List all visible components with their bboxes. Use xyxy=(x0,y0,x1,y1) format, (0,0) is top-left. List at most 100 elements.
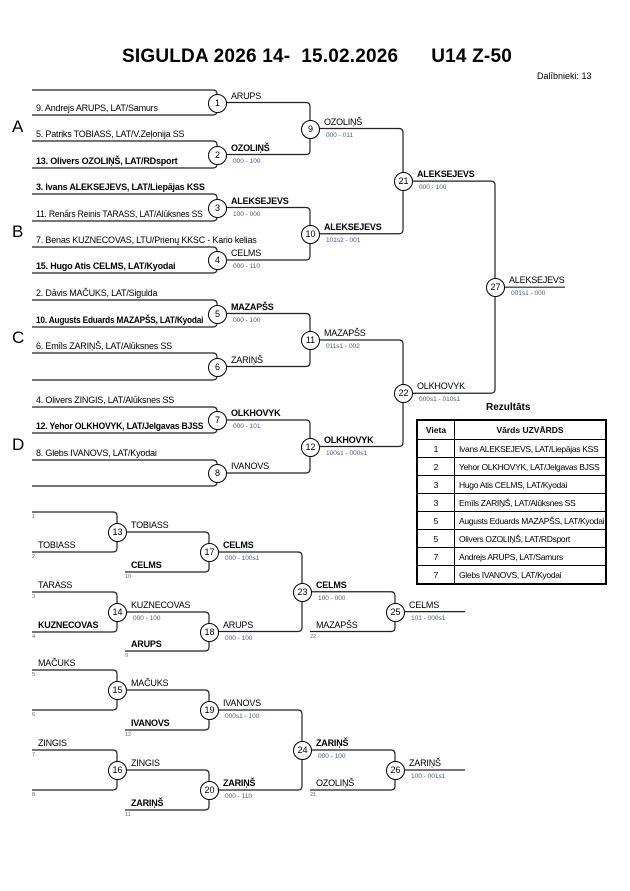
place: 3 xyxy=(416,493,455,512)
match-winner: ALEKSEJEVS xyxy=(324,221,382,232)
match-winner: OZOLIŅŠ xyxy=(324,116,363,127)
match-number-badge: 23 xyxy=(293,582,312,602)
athlete-name: Glebs IVANOVS, LAT/Kyodai xyxy=(454,565,607,585)
entry-name: 13. Olivers OZOLIŅŠ, LAT/RDsport xyxy=(36,156,178,166)
entry-name: 9. Andrejs ARUPS, LAT/Samurs xyxy=(36,103,158,113)
match-winner: OZOLIŅŠ xyxy=(231,142,270,153)
match-number-badge: 17 xyxy=(200,543,219,562)
match-number-badge: 15 xyxy=(108,681,127,700)
seed-number: 7 xyxy=(32,752,36,758)
match-score: 000 - 110 xyxy=(225,793,252,800)
seed-number: 5 xyxy=(32,672,36,678)
match-winner: ZINGIS xyxy=(131,758,160,768)
match-score: 000 - 100 xyxy=(318,753,346,760)
entry-name: 5. Patriks TOBIASS, LAT/V.Zeļonija SS xyxy=(36,129,185,139)
place: 5 xyxy=(416,529,455,548)
match-number-badge: 20 xyxy=(200,781,219,800)
entry-name: TARASS xyxy=(38,580,73,590)
match-winner: CELMS xyxy=(231,248,262,258)
entry-name: IVANOVS xyxy=(131,718,170,728)
seed-number: 3 xyxy=(32,594,36,600)
entry-name: 12. Yehor OLKHOVYK, LAT/Jelgavas BJSS xyxy=(36,421,204,431)
pool-label-d: D xyxy=(12,435,25,454)
match-number-badge: 25 xyxy=(386,602,405,622)
place: 2 xyxy=(416,457,455,476)
match-number-badge: 11 xyxy=(301,331,320,350)
match-winner: CELMS xyxy=(223,540,254,550)
seed-number: 2 xyxy=(32,554,36,560)
entry-name: ZARIŅŠ xyxy=(131,798,164,808)
seed-number: 8 xyxy=(32,792,36,798)
match-winner: IVANOVS xyxy=(231,461,269,471)
seed-number: 21 xyxy=(310,792,317,798)
entry-name: 6. Emīls ZARIŅŠ, LAT/Alūksnes SS xyxy=(36,341,172,351)
entry-name: MAČUKS xyxy=(38,658,76,668)
match-number-badge: 24 xyxy=(293,741,312,760)
match-number-badge: 6 xyxy=(208,357,227,377)
match-score: 000 - 100 xyxy=(133,615,161,622)
match-winner: CELMS xyxy=(316,579,347,590)
match-score: 000 - 100s1 xyxy=(225,555,260,562)
results-header-row: Vieta Vārds UZVĀRDS xyxy=(416,419,607,440)
match-number-badge: 16 xyxy=(108,761,127,780)
pool-label-a: A xyxy=(12,117,24,136)
seed-number: 1 xyxy=(32,514,36,520)
entry-name: CELMS xyxy=(131,560,162,570)
match-number-badge: 3 xyxy=(208,198,227,218)
entry-name: ZINGIS xyxy=(38,738,67,748)
seed-number: 9 xyxy=(125,653,129,659)
match-score: 000 - 100 xyxy=(233,157,261,165)
match-winner: MAZAPŠS xyxy=(231,301,274,312)
match-number-badge: 1 xyxy=(208,93,227,113)
match-score: 101s2 - 001 xyxy=(326,236,361,244)
match-number-badge: 21 xyxy=(394,172,413,192)
match-winner: OLKHOVYK xyxy=(324,434,374,445)
match-winner: MAZAPŠS xyxy=(324,328,366,338)
match-number-badge: 8 xyxy=(208,464,227,483)
bracket-connector xyxy=(310,127,404,235)
bracket-connector xyxy=(403,180,496,394)
bracket-connector xyxy=(32,669,118,711)
entry-name: KUZNECOVAS xyxy=(38,620,99,630)
match-score: 000 - 100 xyxy=(419,184,447,192)
match-number-badge: 10 xyxy=(301,224,320,244)
seed-number: 4 xyxy=(32,634,36,640)
match-score: 000 - 101 xyxy=(233,423,261,430)
athlete-name: Ivans ALEKSEJEVS, LAT/Liepājas KSS xyxy=(454,439,607,458)
entry-name: 4. Olivers ZINGIS, LAT/Alūksnes SS xyxy=(36,395,175,405)
bracket-connector xyxy=(310,339,404,448)
entry-name: 3. Ivans ALEKSEJEVS, LAT/Liepājas KSS xyxy=(36,182,205,192)
match-score: 000s1 - 100 xyxy=(225,713,260,720)
pool-label-c: C xyxy=(12,328,25,347)
seed-number: 6 xyxy=(32,712,36,718)
entry-name: ARUPS xyxy=(131,639,162,649)
match-number-badge: 22 xyxy=(394,384,413,404)
match-score: 000 - 011 xyxy=(326,131,353,139)
entry-name: TOBIASS xyxy=(38,540,76,550)
bracket-connector xyxy=(32,459,218,487)
entry-name: MAZAPŠS xyxy=(316,619,358,630)
match-score: 000 - 100 xyxy=(233,316,261,324)
match-winner: TOBIASS xyxy=(131,520,169,530)
match-number-badge: 18 xyxy=(200,622,219,642)
place-header: Vieta xyxy=(416,419,455,440)
match-winner: ZARIŅŠ xyxy=(223,778,256,788)
match-score: 000 - 110 xyxy=(233,263,260,270)
match-winner: ZARIŅŠ xyxy=(409,758,441,768)
athlete-name: Hugo Atis CELMS, LAT/Kyodai xyxy=(454,475,607,494)
entry-name: 11. Renārs Reinis TARASS, LAT/Alūksnes S… xyxy=(36,209,203,219)
entry-name: 8. Glebs IVANOVS, LAT/Kyodai xyxy=(36,448,157,458)
match-winner: MAČUKS xyxy=(131,678,169,688)
place: 1 xyxy=(416,439,455,458)
match-number-badge: 14 xyxy=(108,603,127,622)
entry-name: 15. Hugo Atis CELMS, LAT/Kyodai xyxy=(36,261,176,271)
bracket-connector xyxy=(32,749,118,791)
match-number-badge: 19 xyxy=(200,701,219,720)
match-winner: CELMS xyxy=(409,599,440,610)
